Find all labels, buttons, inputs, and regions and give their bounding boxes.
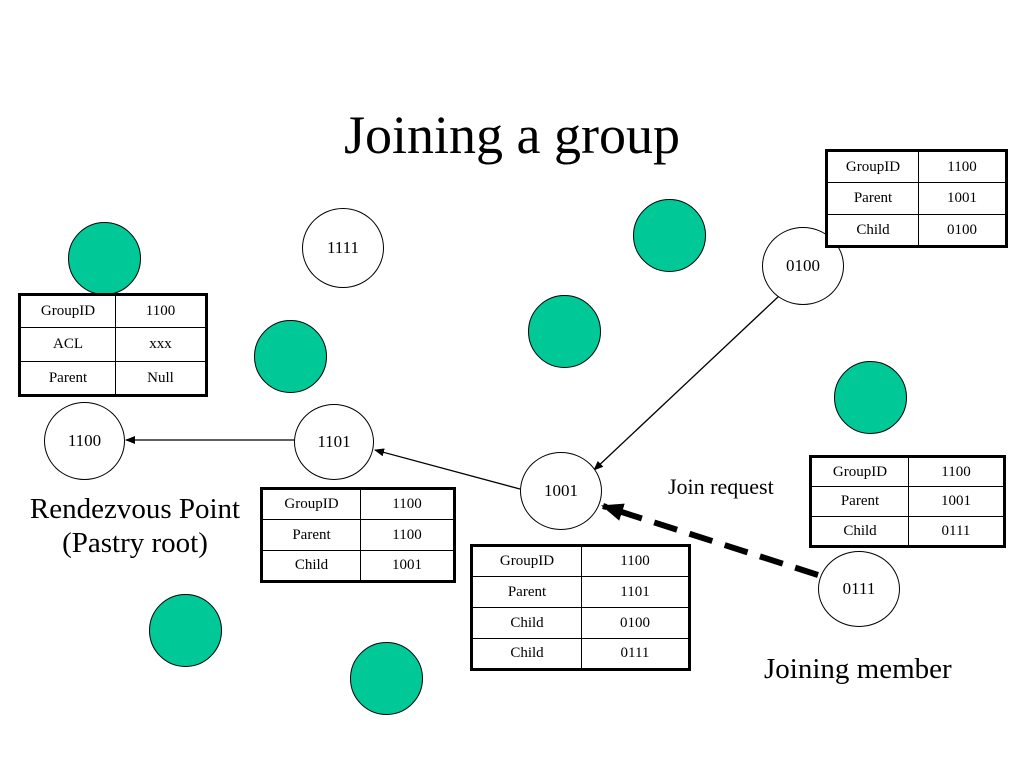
table-row: Child 0111	[810, 516, 1005, 547]
table-cell: 0111	[908, 516, 1005, 547]
table-cell: 1100	[918, 150, 1007, 183]
table-cell: 1100	[115, 294, 207, 328]
table-cell: Parent	[471, 576, 582, 608]
table-cell: GroupID	[261, 488, 361, 520]
table-row: Child 1001	[261, 550, 455, 582]
table-cell: Child	[471, 607, 582, 639]
member-dot	[68, 222, 141, 295]
node-1100: 1100	[44, 402, 125, 480]
table-cell: Parent	[261, 519, 361, 551]
table-cell: GroupID	[826, 150, 919, 183]
table-cell: 0100	[581, 607, 690, 639]
table-row: Child 0100	[826, 214, 1007, 247]
member-dot	[254, 320, 327, 393]
table-cell: 1001	[360, 550, 455, 582]
table-cell: GroupID	[19, 294, 116, 328]
table-root: GroupID 1100 ACL xxx Parent Null	[18, 293, 208, 397]
table-cell: Null	[115, 361, 207, 396]
table-1001: GroupID 1100 Parent 1101 Child 0100 Chil…	[470, 544, 691, 671]
table-cell: 1100	[908, 456, 1005, 487]
rendezvous-label: Rendezvous Point (Pastry root)	[10, 492, 260, 560]
table-row: GroupID 1100	[19, 294, 207, 328]
table-cell: Child	[810, 516, 909, 547]
table-row: Parent 1001	[810, 486, 1005, 517]
table-cell: Parent	[810, 486, 909, 517]
table-cell: 1001	[918, 182, 1007, 215]
table-0111: GroupID 1100 Parent 1001 Child 0111	[809, 455, 1006, 548]
rendezvous-label-line1: Rendezvous Point	[29, 493, 241, 525]
member-dot	[633, 199, 706, 272]
node-1001: 1001	[520, 452, 602, 530]
join-request-label: Join request	[668, 474, 774, 499]
table-row: ACL xxx	[19, 327, 207, 362]
table-1101: GroupID 1100 Parent 1100 Child 1001	[260, 487, 456, 583]
member-dot	[350, 642, 423, 715]
table-0100: GroupID 1100 Parent 1001 Child 0100	[825, 149, 1008, 248]
table-row: Parent 1101	[471, 576, 690, 608]
member-dot	[528, 295, 601, 368]
table-row: Parent 1100	[261, 519, 455, 551]
table-cell: ACL	[19, 327, 116, 362]
edge-1001-to-1101	[374, 448, 521, 490]
table-cell: 0111	[581, 638, 690, 670]
rendezvous-label-line2: (Pastry root)	[62, 527, 208, 559]
node-0111: 0111	[818, 551, 900, 627]
table-cell: 1100	[581, 545, 690, 577]
table-cell: 0100	[918, 214, 1007, 247]
table-cell: Parent	[826, 182, 919, 215]
table-cell: 1100	[360, 519, 455, 551]
table-row: GroupID 1100	[810, 456, 1005, 487]
table-cell: xxx	[115, 327, 207, 362]
joining-member-label: Joining member	[764, 653, 952, 685]
table-cell: 1001	[908, 486, 1005, 517]
node-1111: 1111	[302, 208, 384, 288]
table-row: Child 0111	[471, 638, 690, 670]
table-row: GroupID 1100	[261, 488, 455, 520]
table-row: GroupID 1100	[471, 545, 690, 577]
table-cell: Child	[826, 214, 919, 247]
table-cell: Parent	[19, 361, 116, 396]
table-row: Parent Null	[19, 361, 207, 396]
member-dot	[834, 361, 907, 434]
node-1101: 1101	[294, 404, 374, 480]
table-cell: Child	[261, 550, 361, 582]
table-cell: GroupID	[471, 545, 582, 577]
member-dot	[149, 594, 222, 667]
table-cell: GroupID	[810, 456, 909, 487]
table-cell: 1100	[360, 488, 455, 520]
edge-0100-to-1001	[593, 295, 780, 471]
table-row: Parent 1001	[826, 182, 1007, 215]
page-title: Joining a group	[344, 105, 680, 165]
table-row: Child 0100	[471, 607, 690, 639]
table-cell: Child	[471, 638, 582, 670]
table-row: GroupID 1100	[826, 150, 1007, 183]
table-cell: 1101	[581, 576, 690, 608]
join-request-arrow	[601, 503, 819, 578]
